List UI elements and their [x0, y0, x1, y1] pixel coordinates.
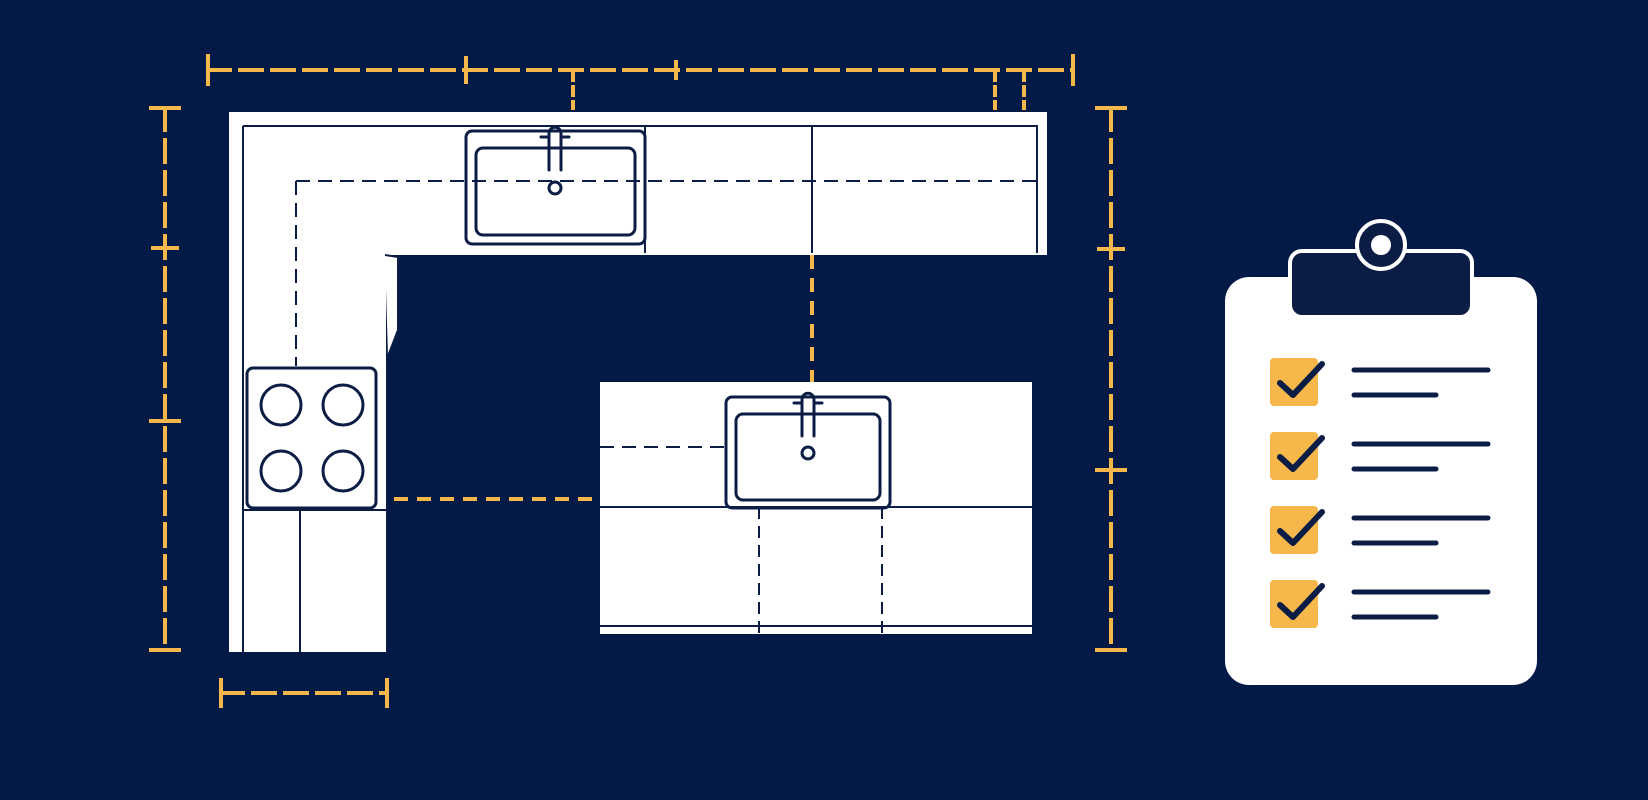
checklist-item — [1270, 506, 1491, 554]
dimension-right — [1095, 106, 1127, 652]
burner-top-right — [321, 383, 365, 427]
kitchen-island — [394, 255, 1032, 634]
dimension-top — [206, 54, 1075, 110]
checkmark-icon — [1277, 435, 1325, 472]
island-sink — [724, 391, 892, 510]
island-sink-outer — [724, 395, 892, 510]
counter-sink-outer — [464, 129, 647, 246]
clipboard-clip-hole — [1371, 235, 1391, 255]
counter-surface — [229, 112, 1047, 652]
dimension-bottom — [219, 678, 389, 708]
dimension-left — [149, 106, 181, 652]
cooktop-icon — [245, 366, 378, 510]
counter-sink — [464, 125, 647, 246]
burner-bottom-right — [321, 449, 365, 493]
checkbox — [1270, 432, 1318, 480]
counter-sink-basin — [474, 146, 637, 237]
counter-sink-drain — [547, 180, 563, 196]
sink-icon — [539, 125, 571, 172]
checklist-item — [1270, 358, 1491, 406]
island-sink-basin — [734, 412, 882, 502]
sink-icon — [792, 391, 824, 438]
checkbox — [1270, 580, 1318, 628]
clipboard-icon — [1225, 219, 1537, 685]
checklist-items — [1270, 358, 1491, 628]
checkmark-icon — [1277, 583, 1325, 620]
counter-corner-join — [384, 254, 399, 357]
island-sink-drain — [800, 445, 816, 461]
checklist-item — [1270, 432, 1491, 480]
checklist-item — [1270, 580, 1491, 628]
checkbox — [1270, 358, 1318, 406]
burner-top-left — [259, 383, 303, 427]
cooktop-frame — [245, 366, 378, 510]
burner-bottom-left — [259, 449, 303, 493]
checkbox — [1270, 506, 1318, 554]
counter-inner-edge — [243, 125, 1038, 253]
checkmark-icon — [1277, 361, 1325, 398]
checkmark-icon — [1277, 509, 1325, 546]
l-shaped-counter — [229, 112, 1047, 652]
